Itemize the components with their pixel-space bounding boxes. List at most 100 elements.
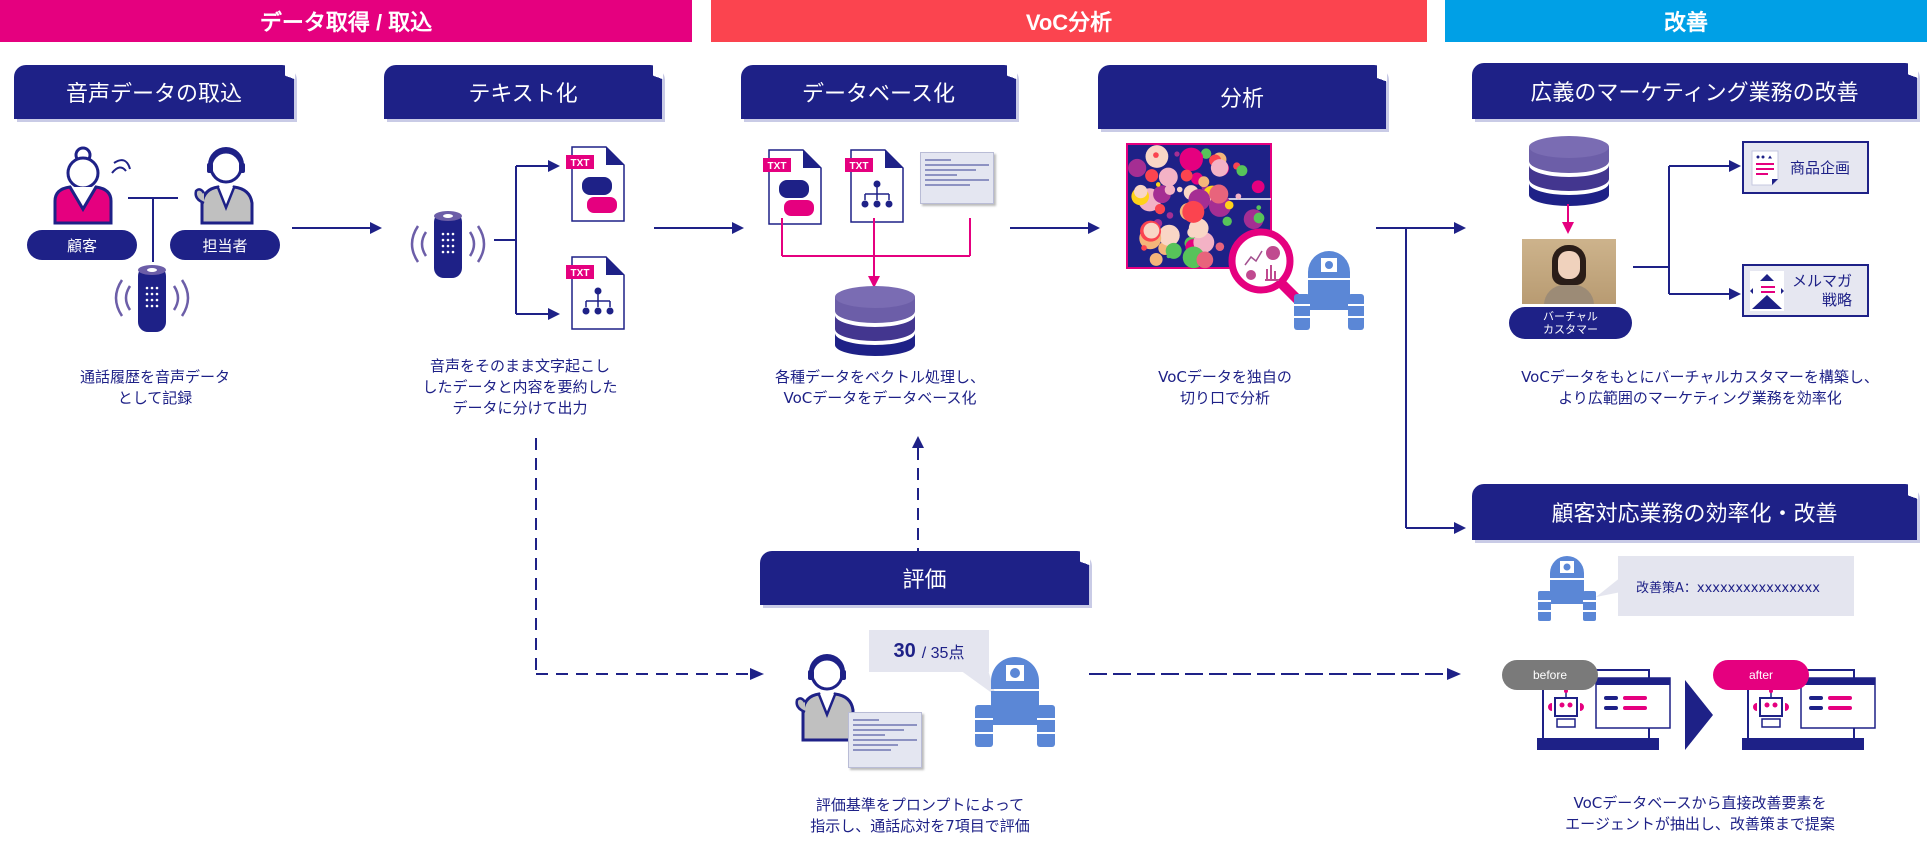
bubble-dot xyxy=(1134,184,1148,199)
bubble-dot xyxy=(1236,165,1248,177)
branch-arrows xyxy=(494,160,560,320)
step-header-marketing: 広義のマーケティング業務の改善 xyxy=(1472,63,1918,119)
text-conversion-description: 音声をそのまま文字起こし したデータと内容を要約した データに分けて出力 xyxy=(422,357,618,417)
agent-headset-icon xyxy=(795,654,855,742)
bubble-dot xyxy=(1165,242,1182,259)
after-screen-icon xyxy=(1742,669,1876,750)
phase-improvement: 改善 xyxy=(1445,0,1927,42)
bubble-dot xyxy=(1235,193,1242,200)
database-icon xyxy=(1529,136,1609,206)
bubble-dot xyxy=(1145,169,1159,183)
bubble-dot xyxy=(1210,159,1229,177)
bubble-dot xyxy=(1251,180,1265,194)
newsletter-icon xyxy=(1750,270,1784,311)
before-label: before xyxy=(1502,660,1598,690)
robot-icon xyxy=(1294,251,1364,330)
svg-text:TXT: TXT xyxy=(768,161,787,172)
customer-service-description: VoCデータベースから直接改善要素を エージェントが抽出し、改善策まで提案 xyxy=(1565,794,1835,833)
before-label-text: before xyxy=(1532,668,1568,682)
product-plan-icon xyxy=(1751,150,1779,185)
customer-label-text: 顧客 xyxy=(66,236,97,255)
suggestion-text: 改善策A：xxxxxxxxxxxxxxxx xyxy=(1636,580,1820,596)
smart-speaker-icon xyxy=(410,211,486,278)
evaluation-criteria-document-icon xyxy=(848,712,922,768)
score-value: 30 xyxy=(893,639,916,662)
next-triangle-icon xyxy=(1685,680,1713,750)
bubble-dot xyxy=(1200,148,1212,159)
bubble-dot xyxy=(1188,218,1209,239)
bubble-dot xyxy=(1182,200,1205,223)
bubble-dot xyxy=(1196,251,1214,269)
speech-tail xyxy=(960,670,996,696)
step-title: データベース化 xyxy=(802,82,955,107)
txt-chat-file-icon: TXT xyxy=(566,146,625,222)
step-title: 顧客対応業務の効率化・改善 xyxy=(1551,502,1838,527)
bubble-dot xyxy=(1176,186,1183,193)
score-bubble: 30 / 35点 xyxy=(869,630,989,672)
robot-icon xyxy=(975,657,1055,747)
bubble-dot xyxy=(1209,184,1229,204)
agent-label: 担当者 xyxy=(170,230,280,260)
svg-text:TXT: TXT xyxy=(571,268,590,279)
virtual-customer-photo xyxy=(1522,239,1616,304)
bubble-dot xyxy=(1215,242,1225,251)
step-title: テキスト化 xyxy=(468,82,578,107)
virtual-customer-label: バーチャル カスタマー xyxy=(1509,307,1632,339)
bubble-dot xyxy=(1222,216,1232,226)
merge-arrows xyxy=(781,218,971,288)
database-icon xyxy=(835,286,915,356)
after-label-text: after xyxy=(1748,668,1773,682)
phase-label: VoC分析 xyxy=(1025,10,1113,35)
analysis-description: VoCデータを独自の 切り口で分析 xyxy=(1158,368,1292,407)
bubble-dot xyxy=(1179,147,1203,172)
bubble-dot xyxy=(1143,222,1160,239)
score-total: / 35点 xyxy=(921,645,965,662)
smart-speaker-icon xyxy=(114,265,190,332)
marketing-description: VoCデータをもとにバーチャルカスタマーを構築し、 より広範囲のマーケティング業… xyxy=(1521,368,1879,407)
robot-icon xyxy=(1538,556,1596,621)
dashed-arrow-to-evaluation xyxy=(535,438,764,680)
split-arrows xyxy=(1376,222,1466,534)
step-title: 広義のマーケティング業務の改善 xyxy=(1530,81,1859,106)
txt-tree-file-icon: TXT xyxy=(566,256,625,330)
phase-voc-analysis: VoC分析 xyxy=(711,0,1427,42)
bubble-dot xyxy=(1128,158,1147,178)
bubble-dot xyxy=(1158,224,1180,246)
connector-line xyxy=(128,197,178,262)
dashed-arrow-up xyxy=(912,436,924,552)
phase-label: 改善 xyxy=(1663,10,1708,35)
evaluation-description: 評価基準をプロンプトによって 指示し、通話応対を7項目で評価 xyxy=(810,796,1030,835)
step-header-text-conversion: テキスト化 xyxy=(384,65,663,119)
step-header-customer-service: 顧客対応業務の効率化・改善 xyxy=(1472,484,1918,540)
step-header-analysis: 分析 xyxy=(1098,65,1387,129)
bubble-dot xyxy=(1180,169,1193,182)
newsletter-strategy-box: メルマガ 戦略 xyxy=(1742,264,1869,317)
step-header-database: データベース化 xyxy=(741,65,1017,119)
bubble-dot xyxy=(1253,212,1265,224)
after-label: after xyxy=(1713,660,1809,690)
phase-data-acquisition: データ取得 / 取込 xyxy=(0,0,692,42)
document-thumbnail-icon xyxy=(920,152,994,204)
svg-text:TXT: TXT xyxy=(850,161,869,172)
bubble-dot xyxy=(1154,203,1166,215)
step-header-evaluation: 評価 xyxy=(760,551,1090,605)
bubble-dot xyxy=(1153,152,1159,158)
bubble-dot xyxy=(1149,252,1163,266)
arrow-down xyxy=(1562,204,1574,234)
agent-headset-icon xyxy=(194,147,254,225)
svg-text:TXT: TXT xyxy=(571,158,590,169)
arrow-right xyxy=(292,222,382,234)
branch-arrows xyxy=(1633,160,1741,300)
voice-import-description: 通話履歴を音声データ として記録 xyxy=(79,368,230,407)
txt-chat-file-icon: TXT xyxy=(763,149,822,225)
bubble-dot xyxy=(1224,200,1234,210)
agent-label-text: 担当者 xyxy=(202,236,248,255)
magnifier-icon xyxy=(1228,228,1310,312)
txt-tree-file-icon: TXT xyxy=(845,149,904,223)
step-title: 評価 xyxy=(902,568,947,593)
database-description: 各種データをベクトル処理し、 VoCデータをデータベース化 xyxy=(774,368,985,407)
bubble-dot xyxy=(1155,182,1161,187)
newsletter-strategy-label: メルマガ 戦略 xyxy=(1792,271,1853,309)
step-header-voice-import: 音声データの取込 xyxy=(14,65,295,119)
bubble-dot xyxy=(1256,205,1262,210)
